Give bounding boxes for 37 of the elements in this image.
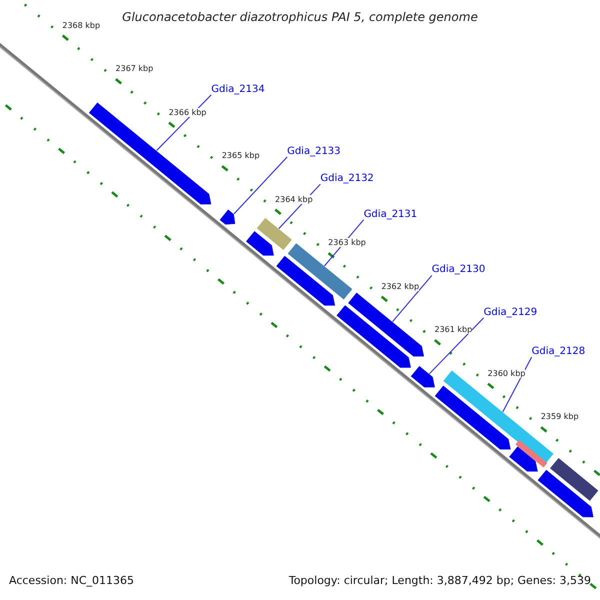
gene-segment <box>276 256 336 306</box>
gene-label: Gdia_2134 <box>211 84 265 96</box>
scale-label: 2359 kbp <box>540 412 579 422</box>
scale-label: 2368 kbp <box>62 20 100 30</box>
gene-segment <box>88 102 212 204</box>
scale-label: 2364 kbp <box>275 194 313 204</box>
scale-label: 2360 kbp <box>488 368 526 378</box>
scale-label: 2365 kbp <box>222 151 260 160</box>
gene-label: Gdia_2128 <box>532 346 586 358</box>
scale-label: 2362 kbp <box>381 282 420 291</box>
gene-label: Gdia_2133 <box>287 146 341 158</box>
footer-text: Topology: circular; Length: 3,887,492 bp; Genes: 3,539 <box>288 574 591 587</box>
gene-segment <box>348 292 424 356</box>
leader-line <box>502 356 532 412</box>
gene-label: Gdia_2132 <box>320 173 374 186</box>
gene-segment <box>220 210 236 225</box>
gene-segment <box>434 386 511 450</box>
gene-segment <box>538 470 594 518</box>
gene-segment <box>509 446 538 472</box>
leader-line <box>428 317 484 374</box>
gene-segment <box>336 305 411 368</box>
gene-segment <box>410 366 435 388</box>
scale-label: 2363 kbp <box>328 238 366 248</box>
scale-label: 2367 kbp <box>116 64 154 74</box>
title: Gluconacetobacter diazotrophicus PAI 5, complete genome <box>121 10 479 24</box>
gene-label: Gdia_2129 <box>484 306 538 319</box>
leader-line <box>392 274 432 322</box>
leader-line <box>234 156 288 214</box>
gene-segment <box>515 440 548 468</box>
scale-label: 2361 kbp <box>434 325 472 334</box>
scale-label: 2366 kbp <box>168 108 206 117</box>
gene-segment <box>256 218 292 250</box>
gene-label: Gdia_2131 <box>364 208 418 221</box>
gene-segment <box>246 231 274 256</box>
gene-label: Gdia_2130 <box>432 264 486 276</box>
gene-segment <box>550 458 598 501</box>
footer-text: Accession: NC_011365 <box>9 574 134 587</box>
